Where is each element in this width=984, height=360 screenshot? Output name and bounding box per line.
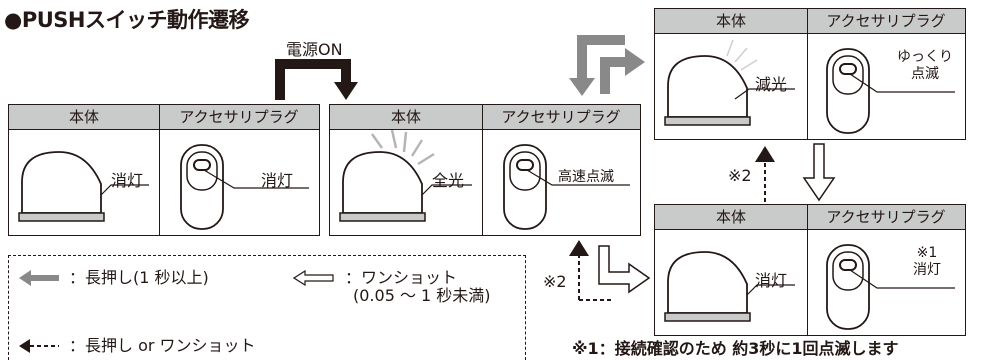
legend-long-press: ：長押し(1 秒以上) <box>69 268 209 287</box>
power-on-arrow <box>275 59 358 100</box>
long-press-arrows <box>569 35 645 96</box>
panel-dim: 本体 アクセサリプラグ 減光 ゆっくり 点滅 <box>654 8 966 140</box>
body-header: 本体 <box>390 108 421 126</box>
bottom-transition-arrows <box>569 240 651 301</box>
note2-mark: ※2 <box>728 166 752 185</box>
panel-off-illustration <box>18 144 309 230</box>
panel-off-confirm-illustration <box>664 244 955 330</box>
plug-header: アクセサリプラグ <box>179 108 299 126</box>
light-rays-icon <box>726 39 758 71</box>
plug-state-line1: ※1 <box>916 245 938 261</box>
plug-state-label: ゆっくり 点滅 <box>893 49 957 83</box>
panel-off: 本体 アクセサリプラグ 消灯 消灯 <box>8 104 320 236</box>
power-on-label: 電源ON <box>286 40 343 59</box>
note2-mark: ※2 <box>543 272 567 291</box>
either-arrow-up <box>755 146 775 202</box>
plug-icon <box>503 144 547 230</box>
body-header: 本体 <box>68 108 99 126</box>
plug-header: アクセサリプラグ <box>826 208 946 226</box>
plug-state-line2: 点滅 <box>911 66 939 82</box>
footnote: ※1：接続確認のため 約3秒に1回点滅します <box>572 339 899 358</box>
body-state-label: 消灯 <box>111 171 144 190</box>
plug-state-label: 高速点滅 <box>558 169 614 185</box>
body-state-label: 全光 <box>432 171 465 190</box>
panel-header: 本体 アクセサリプラグ <box>330 105 640 130</box>
legend-one-shot: ：ワンショット (0.05 ～ 1 秒未満) <box>345 269 491 305</box>
panel-header: 本体 アクセサリプラグ <box>9 105 319 130</box>
legend-one-shot-line2: (0.05 ～ 1 秒未満) <box>353 286 491 305</box>
body-state-label: 消灯 <box>755 271 788 290</box>
body-header: 本体 <box>715 208 746 226</box>
one-shot-arrow-down <box>802 143 836 202</box>
panel-on: 本体 アクセサリプラグ 全光 高速点滅 <box>329 104 641 236</box>
plug-icon <box>826 48 870 134</box>
panel-header: 本体 アクセサリプラグ <box>655 205 965 230</box>
lamp-icon <box>18 151 105 222</box>
plug-state-line2: 消灯 <box>913 262 941 278</box>
panel-off-confirm: 本体 アクセサリプラグ 消灯 ※1 消灯 <box>654 204 966 336</box>
lamp-icon <box>664 251 751 322</box>
plug-header: アクセサリプラグ <box>501 108 621 126</box>
plug-state-label: 消灯 <box>261 171 294 190</box>
light-rays-icon <box>370 130 435 166</box>
plug-state-line1: ゆっくり <box>897 49 953 65</box>
legend-either: ：長押し or ワンショット <box>69 336 256 355</box>
either-legend-icon <box>19 339 59 353</box>
plug-state-label: ※1 消灯 <box>899 245 955 279</box>
long-press-legend-icon <box>19 270 59 286</box>
plug-icon <box>180 144 224 230</box>
plug-header: アクセサリプラグ <box>826 12 946 30</box>
legend-box: ：長押し(1 秒以上) ：ワンショット (0.05 ～ 1 秒未満) ：長押し … <box>8 255 526 360</box>
panel-on-illustration <box>339 130 630 230</box>
panel-header: 本体 アクセサリプラグ <box>655 9 965 34</box>
legend-one-shot-line1: ：ワンショット <box>345 268 458 287</box>
lamp-icon <box>339 151 426 222</box>
body-state-label: 減光 <box>755 75 788 94</box>
one-shot-legend-icon <box>293 270 334 286</box>
plug-icon <box>826 244 870 330</box>
lamp-icon <box>664 55 751 126</box>
diagram-title: ●PUSHスイッチ動作遷移 <box>4 8 249 32</box>
body-header: 本体 <box>715 12 746 30</box>
panel-dim-illustration <box>664 39 955 134</box>
